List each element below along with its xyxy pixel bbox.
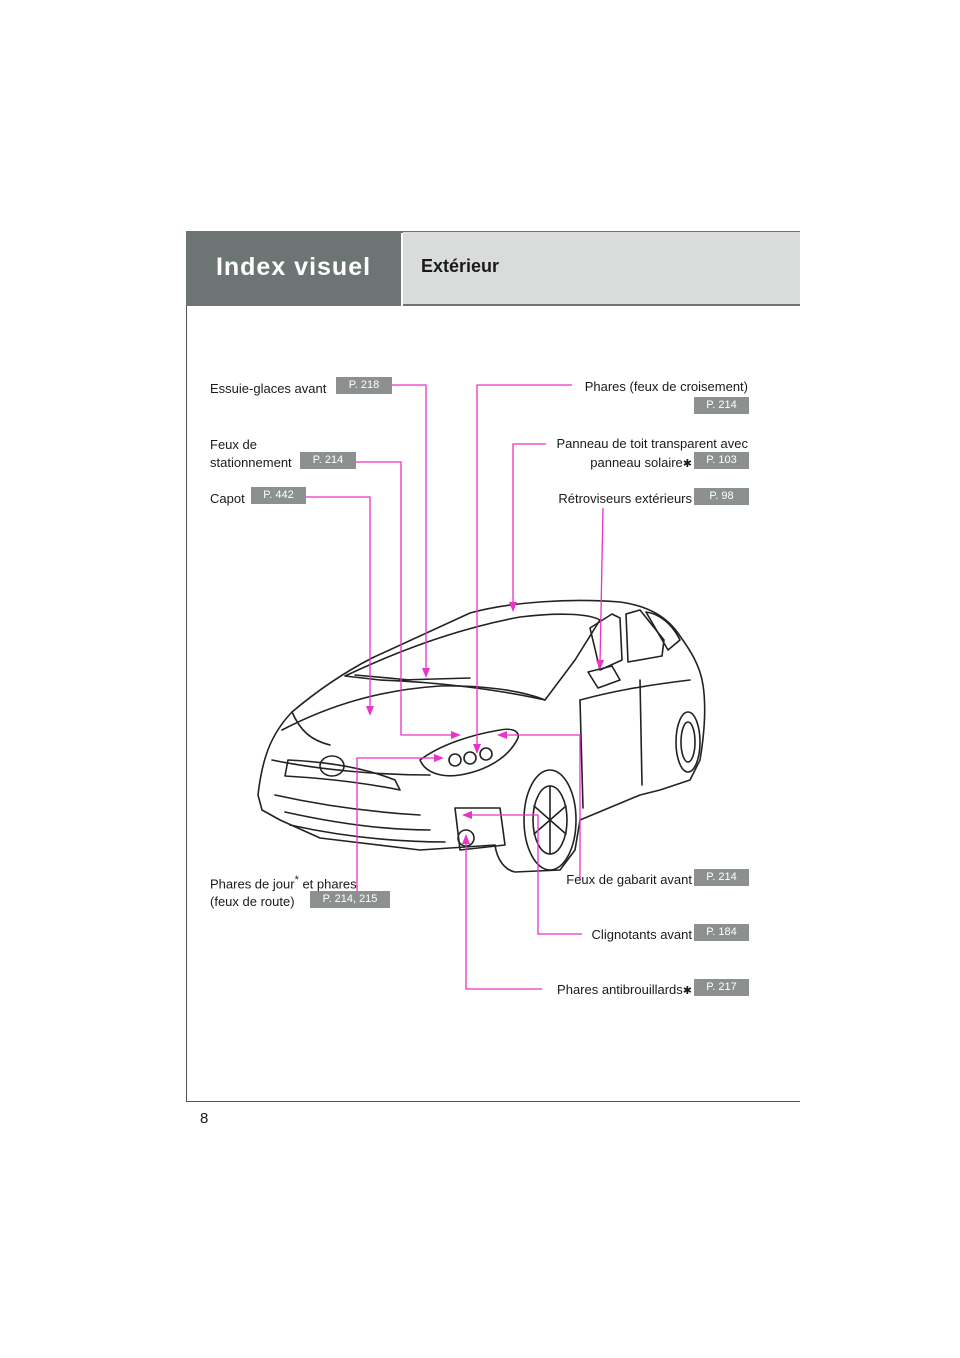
callout-headlights-low-page[interactable]: P. 214 <box>694 397 749 414</box>
callout-parking-lights-label-1: Feux de <box>210 437 257 452</box>
callout-moonroof-text: panneau solaire <box>590 455 683 470</box>
callout-drl-suffix: et phares <box>298 876 357 892</box>
callout-moonroof-label-1: Panneau de toit transparent avec <box>556 436 748 451</box>
callout-mirrors-label: Rétroviseurs extérieurs <box>558 491 692 506</box>
callout-side-markers-page[interactable]: P. 214 <box>694 869 749 886</box>
section-tab: Index visuel <box>186 232 401 306</box>
section-title: Index visuel <box>215 253 372 281</box>
callout-fog-lights-label: Phares antibrouillards✱ <box>557 982 692 999</box>
callout-drl-text: Phares de jour <box>210 876 295 892</box>
callout-hood-label: Capot <box>210 491 245 506</box>
car-outline <box>257 599 706 873</box>
callout-fog-lights-text: Phares antibrouillards <box>557 982 683 997</box>
leader-arrowheads <box>366 602 604 844</box>
callout-hood-page[interactable]: P. 442 <box>251 487 306 504</box>
callout-side-markers-label: Feux de gabarit avant <box>566 872 692 887</box>
page-header: Extérieur <box>403 232 800 306</box>
page-frame <box>186 232 800 1102</box>
leader-lines <box>306 384 604 990</box>
callout-parking-lights-label-2: stationnement <box>210 455 292 470</box>
callout-turn-signals-page[interactable]: P. 184 <box>694 924 749 941</box>
page-title: Extérieur <box>421 256 500 276</box>
callout-drl-label-1: Phares de jour* et phares <box>210 872 357 892</box>
page-number: 8 <box>200 1110 209 1127</box>
callout-moonroof-label-2: panneau solaire✱ <box>590 455 692 472</box>
callout-fog-lights-page[interactable]: P. 217 <box>694 979 749 996</box>
callout-moonroof-page[interactable]: P. 103 <box>694 452 749 469</box>
callout-mirrors-page[interactable]: P. 98 <box>694 488 749 505</box>
callout-drl-page[interactable]: P. 214, 215 <box>310 891 390 908</box>
callout-wipers-label: Essuie-glaces avant <box>210 381 327 396</box>
callout-turn-signals-label: Clignotants avant <box>591 927 692 942</box>
asterisk-icon: * <box>294 874 299 886</box>
callout-wipers-page[interactable]: P. 218 <box>336 377 392 394</box>
star-icon: ✱ <box>682 985 692 997</box>
callout-parking-lights-page[interactable]: P. 214 <box>300 452 356 469</box>
star-icon: ✱ <box>682 458 692 470</box>
callout-headlights-low-label: Phares (feux de croisement) <box>584 379 748 394</box>
callout-drl-label-2: (feux de route) <box>210 894 295 909</box>
